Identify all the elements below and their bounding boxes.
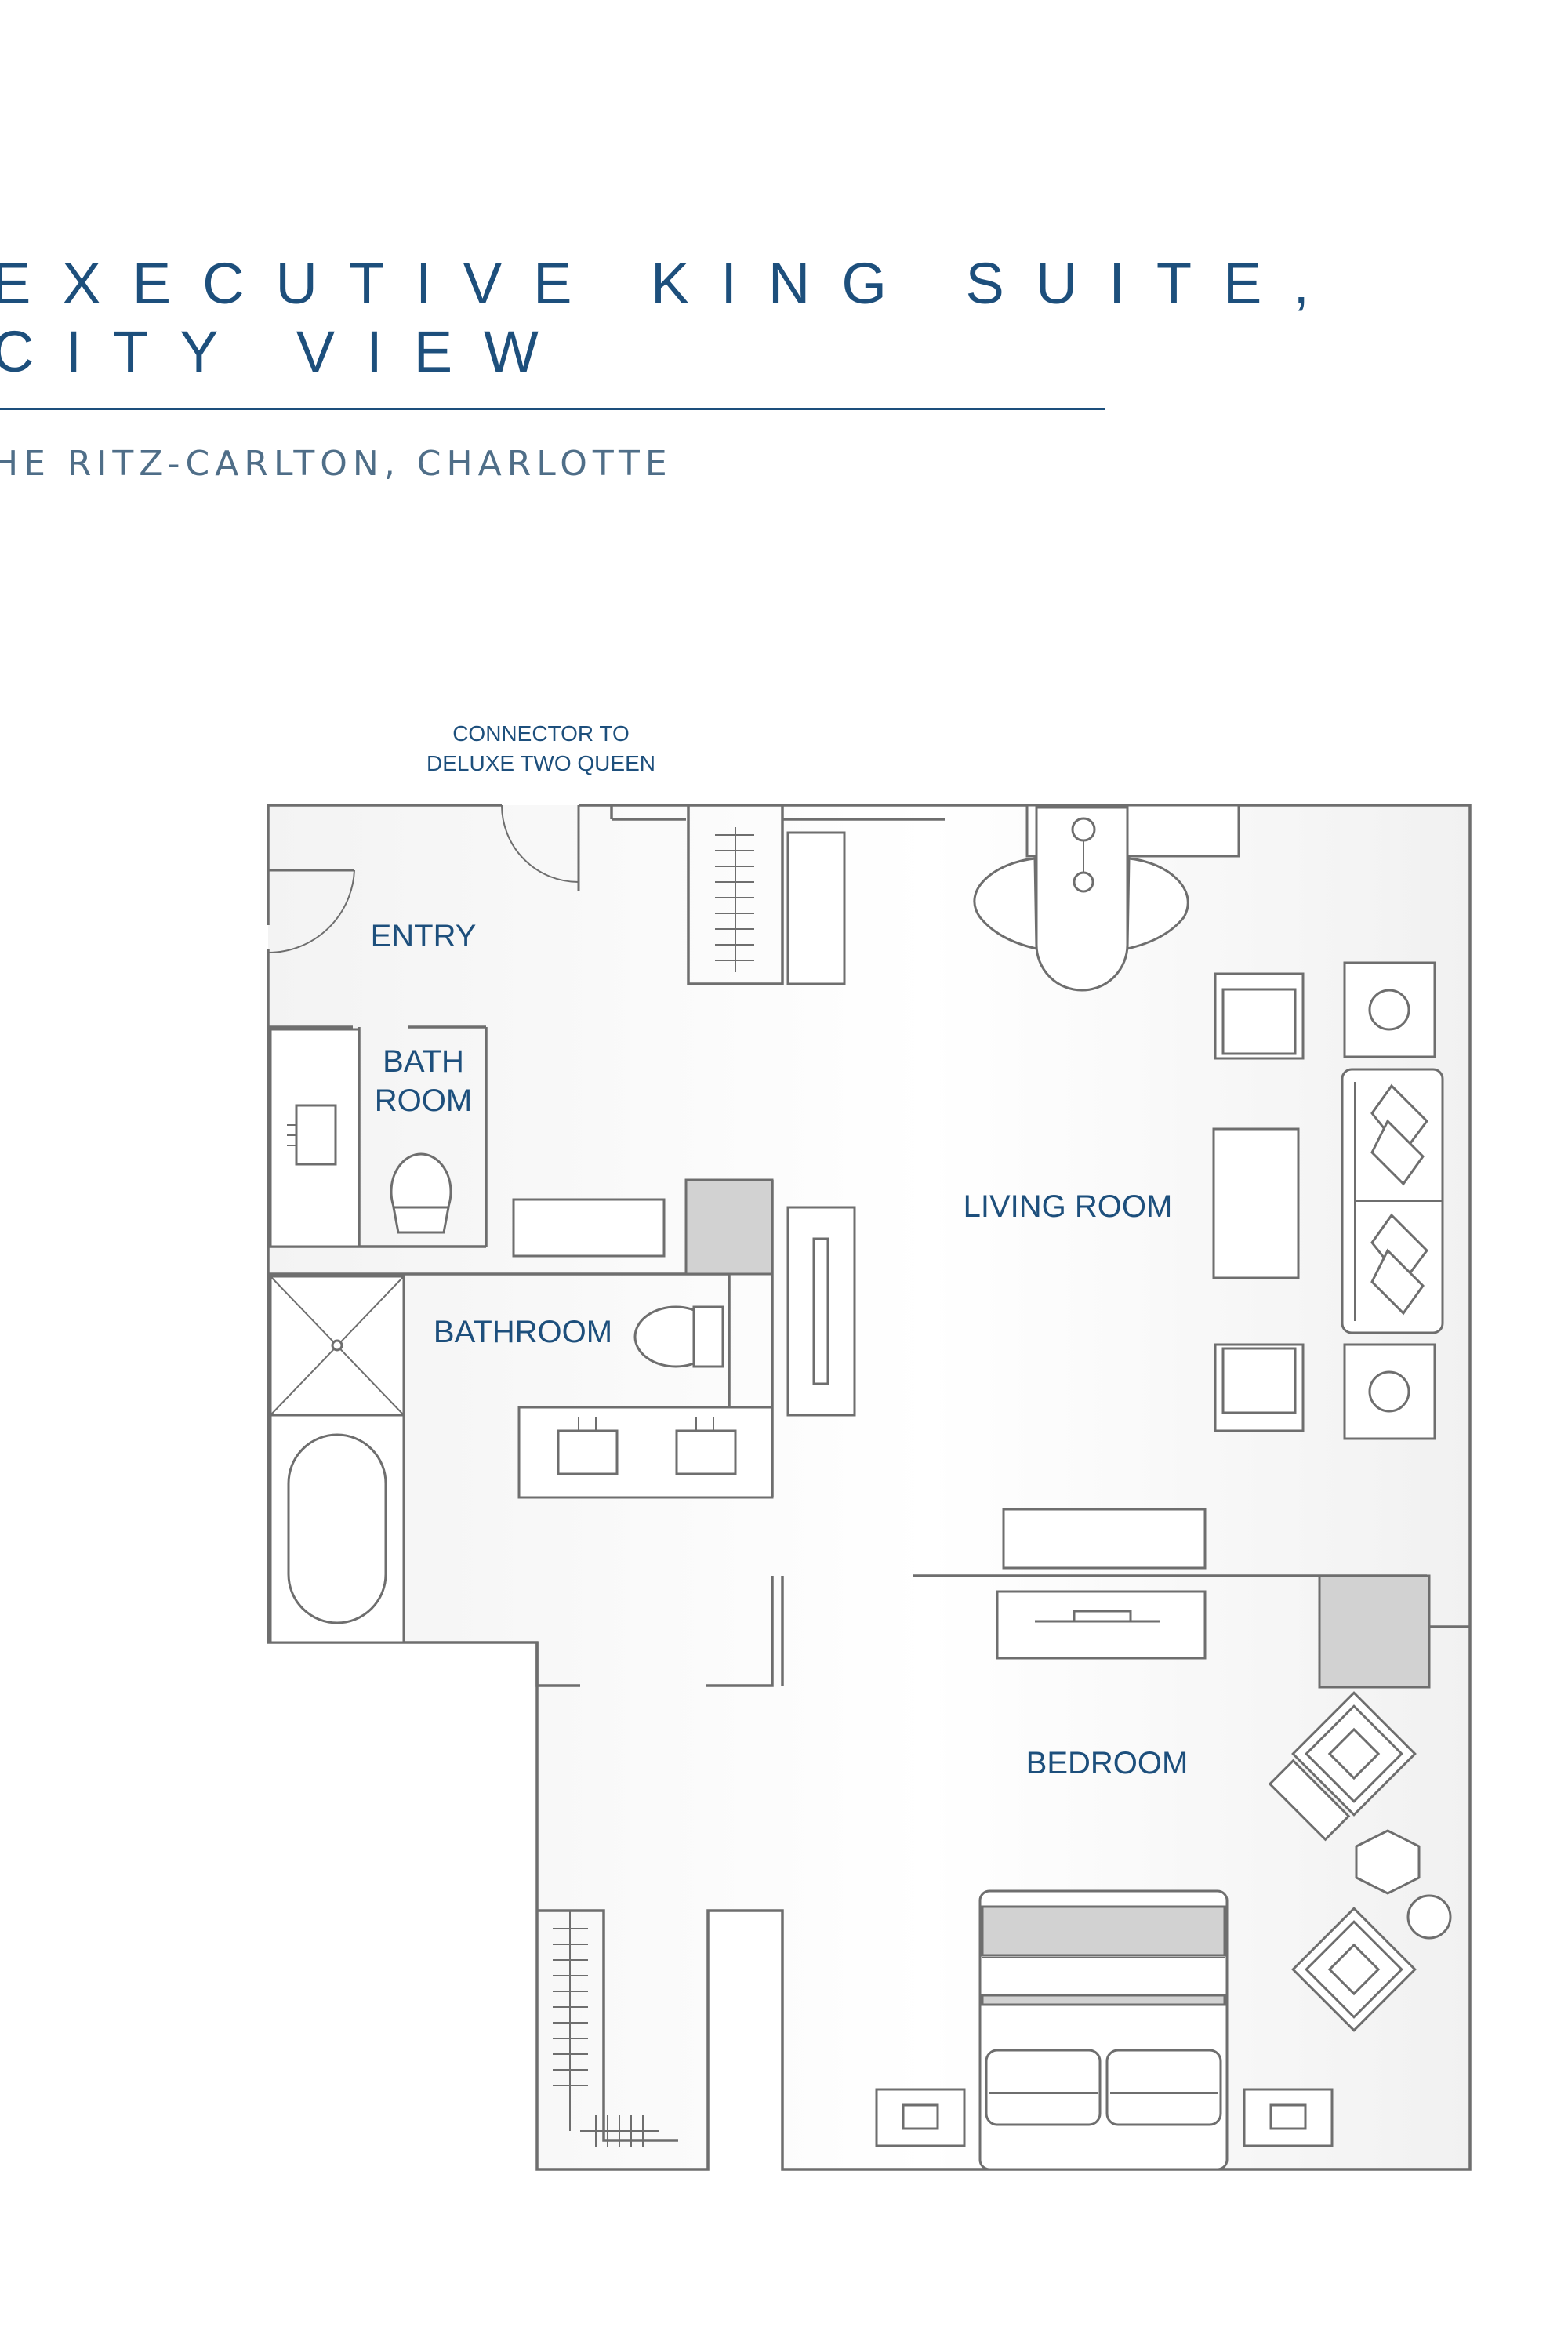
connector-door[interactable] — [501, 804, 580, 891]
room-label-bath-room-line-2: ROOM — [375, 1083, 472, 1118]
armchair-bottom-icon — [1214, 1343, 1305, 1432]
floor-lamp-icon — [1406, 1894, 1452, 1940]
bedroom-armchair-bottom-icon — [1291, 1907, 1417, 2032]
room-label-bathroom: BATHROOM — [434, 1315, 612, 1349]
king-bed-icon — [978, 1889, 1229, 2171]
bathroom-counter — [512, 1198, 666, 1258]
title-line-2: CITY VIEW — [0, 319, 570, 384]
pillow-icon — [985, 2049, 1102, 2126]
bathroom-toilet-icon — [633, 1305, 724, 1368]
entry-door[interactable] — [267, 869, 355, 954]
dining-table-icon — [1035, 806, 1129, 992]
sofa-icon — [1341, 1068, 1444, 1334]
floor-area — [268, 805, 1470, 2169]
bedroom-armchair-top-icon — [1291, 1691, 1417, 1817]
side-table-top-icon — [1343, 961, 1436, 1058]
living-room-furniture — [1212, 961, 1444, 1440]
room-label-bedroom: BEDROOM — [1026, 1746, 1189, 1780]
ottoman-icon — [1268, 1759, 1351, 1842]
pillow-icon — [1105, 2049, 1222, 2126]
title-divider — [0, 408, 1105, 410]
exterior-walls — [267, 804, 1472, 2171]
vanity-sink-right-icon — [675, 1417, 737, 1475]
connector-label-line-2: DELUXE TWO QUEEN — [426, 751, 655, 775]
desk — [1002, 1508, 1207, 1570]
living-tv-console — [786, 1206, 856, 1417]
coffee-table — [1212, 1127, 1300, 1279]
column-bathroom — [684, 1178, 774, 1276]
room-label-living-room: LIVING ROOM — [964, 1189, 1173, 1224]
bedroom-closet — [537, 1909, 678, 2147]
bathroom-vanity — [517, 1406, 774, 1499]
subtitle: HE RITZ-CARLTON, CHARLOTTE — [0, 444, 673, 484]
title-line-1: EXECUTIVE KING SUITE, — [0, 251, 1341, 316]
column-bedroom — [1318, 1574, 1431, 1689]
nightstand-left-icon — [875, 2088, 966, 2147]
exterior-wall-top — [267, 804, 1472, 2171]
dining-chair-left-icon — [973, 857, 1038, 950]
vanity-sink-left-icon — [557, 1417, 619, 1475]
bedroom-partition — [913, 1508, 1470, 1689]
dining-area — [973, 804, 1240, 992]
pillow-icon — [1370, 1119, 1425, 1186]
connector-label-line-1: CONNECTOR TO — [452, 721, 630, 746]
powder-room-toilet-icon — [390, 1152, 452, 1234]
powder-room-sink-icon — [287, 1104, 337, 1166]
powder-room-walls — [268, 1025, 488, 1248]
room-label-entry: ENTRY — [371, 919, 477, 953]
dining-chair-right-icon — [1126, 857, 1189, 950]
side-table-bottom-icon — [1343, 1343, 1436, 1440]
pillow-icon — [1370, 1248, 1425, 1316]
room-label-bath-room-line-1: BATH — [383, 1044, 464, 1079]
exterior-wall-left-upper — [267, 804, 502, 925]
bathtub-icon — [269, 1414, 405, 1644]
title-block: EXECUTIVE KING SUITE, CITY VIEW HE RITZ-… — [0, 235, 1309, 517]
shower-icon — [269, 1275, 405, 1417]
nightstand-right-icon — [1243, 2088, 1334, 2147]
bedroom-tv-console — [996, 1590, 1207, 1660]
entry-console — [786, 831, 846, 985]
bedroom-furniture — [1268, 1691, 1452, 2032]
bedroom-side-table-icon — [1355, 1829, 1421, 1895]
armchair-top-icon — [1214, 972, 1305, 1060]
entry-closet — [610, 805, 784, 985]
